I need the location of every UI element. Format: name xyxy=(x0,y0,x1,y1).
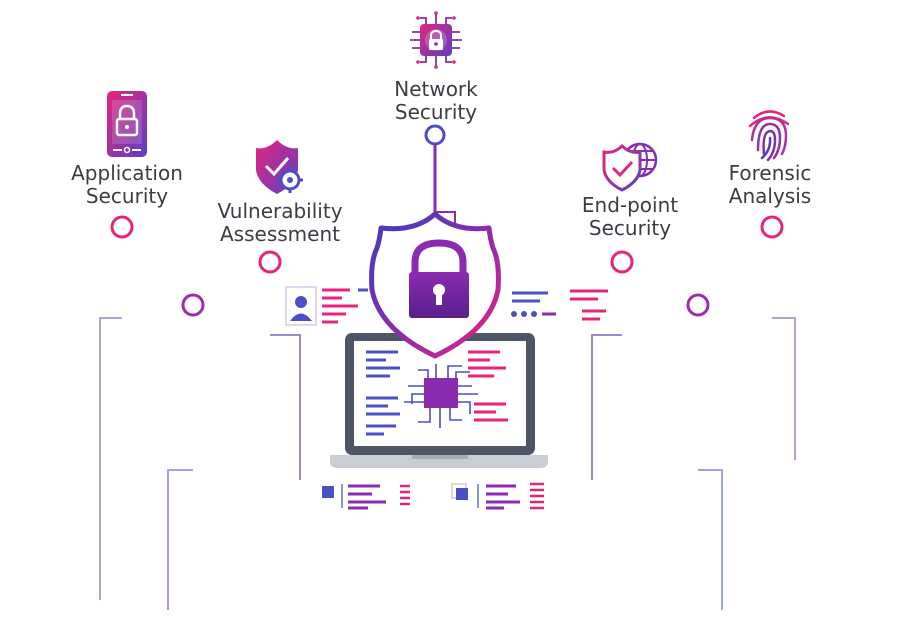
central-shield xyxy=(369,211,501,359)
endpoint-security-line2: Security xyxy=(588,216,672,240)
network-security-line1: Network xyxy=(394,77,478,101)
bottom-left-data-card xyxy=(322,484,410,510)
forensic-analysis-line2: Analysis xyxy=(728,184,812,208)
left-secondary-node-dot xyxy=(181,293,205,317)
vulnerability-assessment-label: Vulnerability Assessment xyxy=(204,200,356,246)
network-node-dot xyxy=(424,124,446,146)
vulnerability-assessment-line1: Vulnerability xyxy=(217,199,343,223)
shield-gear-icon xyxy=(256,140,303,194)
forensic-node-dot xyxy=(760,215,784,239)
fingerprint-icon xyxy=(748,110,790,162)
user-profile-card xyxy=(285,286,368,326)
vulnerability-assessment-line2: Assessment xyxy=(220,222,340,246)
circuit-lock-icon xyxy=(410,11,462,69)
application-security-label: Application Security xyxy=(56,162,198,208)
endpoint-security-line1: End-point xyxy=(581,193,679,217)
laptop xyxy=(330,333,548,468)
screen-text-lines-left xyxy=(366,350,400,436)
right-data-card xyxy=(511,289,608,321)
screen-text-lines-right xyxy=(468,350,508,422)
user-icon xyxy=(295,296,307,308)
application-security-line1: Application xyxy=(71,161,183,185)
endpoint-security-label: End-point Security xyxy=(566,194,694,240)
network-trace xyxy=(424,124,456,228)
lock-shackle xyxy=(411,239,467,275)
endpoint-node-dot xyxy=(610,250,634,274)
forensic-analysis-line1: Forensic xyxy=(728,161,812,185)
bottom-right-data-card xyxy=(451,482,544,510)
mobile-lock-icon xyxy=(107,91,147,157)
right-circuit-traces xyxy=(591,215,796,610)
vulnerability-node-dot xyxy=(258,250,282,274)
application-security-line2: Security xyxy=(85,184,169,208)
laptop-base xyxy=(330,455,548,468)
network-security-label: Network Security xyxy=(381,78,491,124)
chip-icon xyxy=(424,378,458,408)
shield-globe-icon xyxy=(602,142,658,192)
network-security-line2: Security xyxy=(394,100,478,124)
left-circuit-traces xyxy=(99,215,301,610)
forensic-analysis-label: Forensic Analysis xyxy=(712,162,828,208)
application-node-dot xyxy=(110,215,134,239)
right-secondary-node-dot xyxy=(686,293,710,317)
